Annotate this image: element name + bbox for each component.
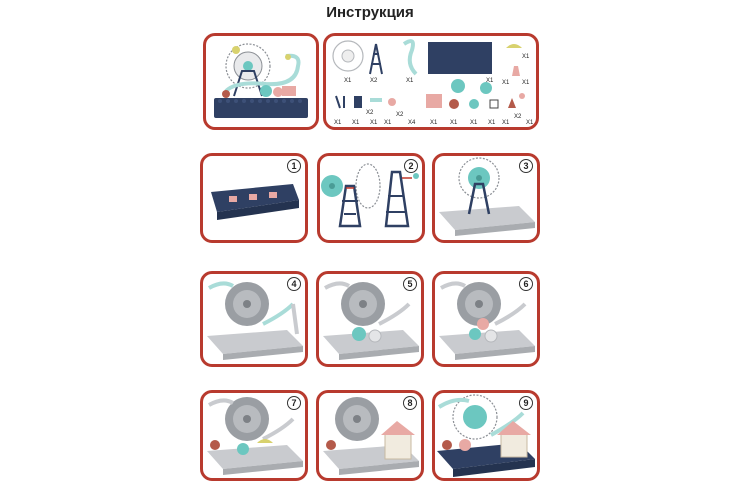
step-3-illustration (439, 157, 535, 236)
step-number: 2 (404, 159, 418, 173)
step-panel-8: 8 (316, 390, 424, 481)
step-5-illustration (323, 281, 419, 360)
step-panel-9: 9 (432, 390, 540, 481)
step-panel-6: 6 (432, 271, 540, 367)
step-6-illustration (439, 281, 535, 360)
part-qty: X1 (430, 120, 438, 126)
overview-panel (203, 33, 319, 130)
part-qty: X1 (522, 54, 530, 60)
part-qty: X2 (366, 110, 374, 116)
part-qty: X1 (502, 80, 510, 86)
step-number: 7 (287, 396, 301, 410)
step-panel-1: 1 (200, 153, 308, 243)
step-number: 3 (519, 159, 533, 173)
step-number: 1 (287, 159, 301, 173)
step-number: 8 (403, 396, 417, 410)
step-panel-2: 2 (317, 153, 425, 243)
part-qty: X1 (486, 78, 494, 84)
parts-illustration (332, 39, 525, 109)
step-1-illustration (211, 184, 299, 220)
part-qty: X2 (370, 78, 378, 84)
step-panel-4: 4 (200, 271, 308, 367)
step-9-illustration (437, 394, 535, 477)
step-panel-7: 7 (200, 390, 308, 481)
part-qty: X1 (526, 120, 534, 126)
step-number: 6 (519, 277, 533, 291)
step-7-illustration (207, 397, 303, 475)
page-title: Инструкция (326, 4, 414, 21)
part-qty: X1 (370, 120, 378, 126)
step-number: 4 (287, 277, 301, 291)
part-qty: X1 (502, 120, 510, 126)
step-number: 9 (519, 396, 533, 410)
part-qty: X1 (384, 120, 392, 126)
step-panel-5: 5 (316, 271, 424, 367)
part-qty: X1 (488, 120, 496, 126)
parts-list-panel: X1 X2 X1 X1 X1 X1 X1 X2 X1 X1 X1 X1 X2 X… (323, 33, 539, 130)
part-qty: X1 (406, 78, 414, 84)
part-qty: X1 (450, 120, 458, 126)
step-2-illustration (321, 163, 419, 228)
part-qty: X2 (514, 114, 522, 120)
part-qty: X1 (334, 120, 342, 126)
part-qty: X1 (470, 120, 478, 126)
part-qty: X4 (408, 120, 416, 126)
step-panel-3: 3 (432, 153, 540, 243)
part-qty: X1 (344, 78, 352, 84)
part-qty: X2 (396, 112, 404, 118)
part-qty: X1 (352, 120, 360, 126)
assembled-model-illustration (214, 43, 308, 118)
step-number: 5 (403, 277, 417, 291)
step-8-illustration (323, 397, 419, 475)
part-qty: X1 (522, 80, 530, 86)
step-4-illustration (207, 281, 303, 360)
